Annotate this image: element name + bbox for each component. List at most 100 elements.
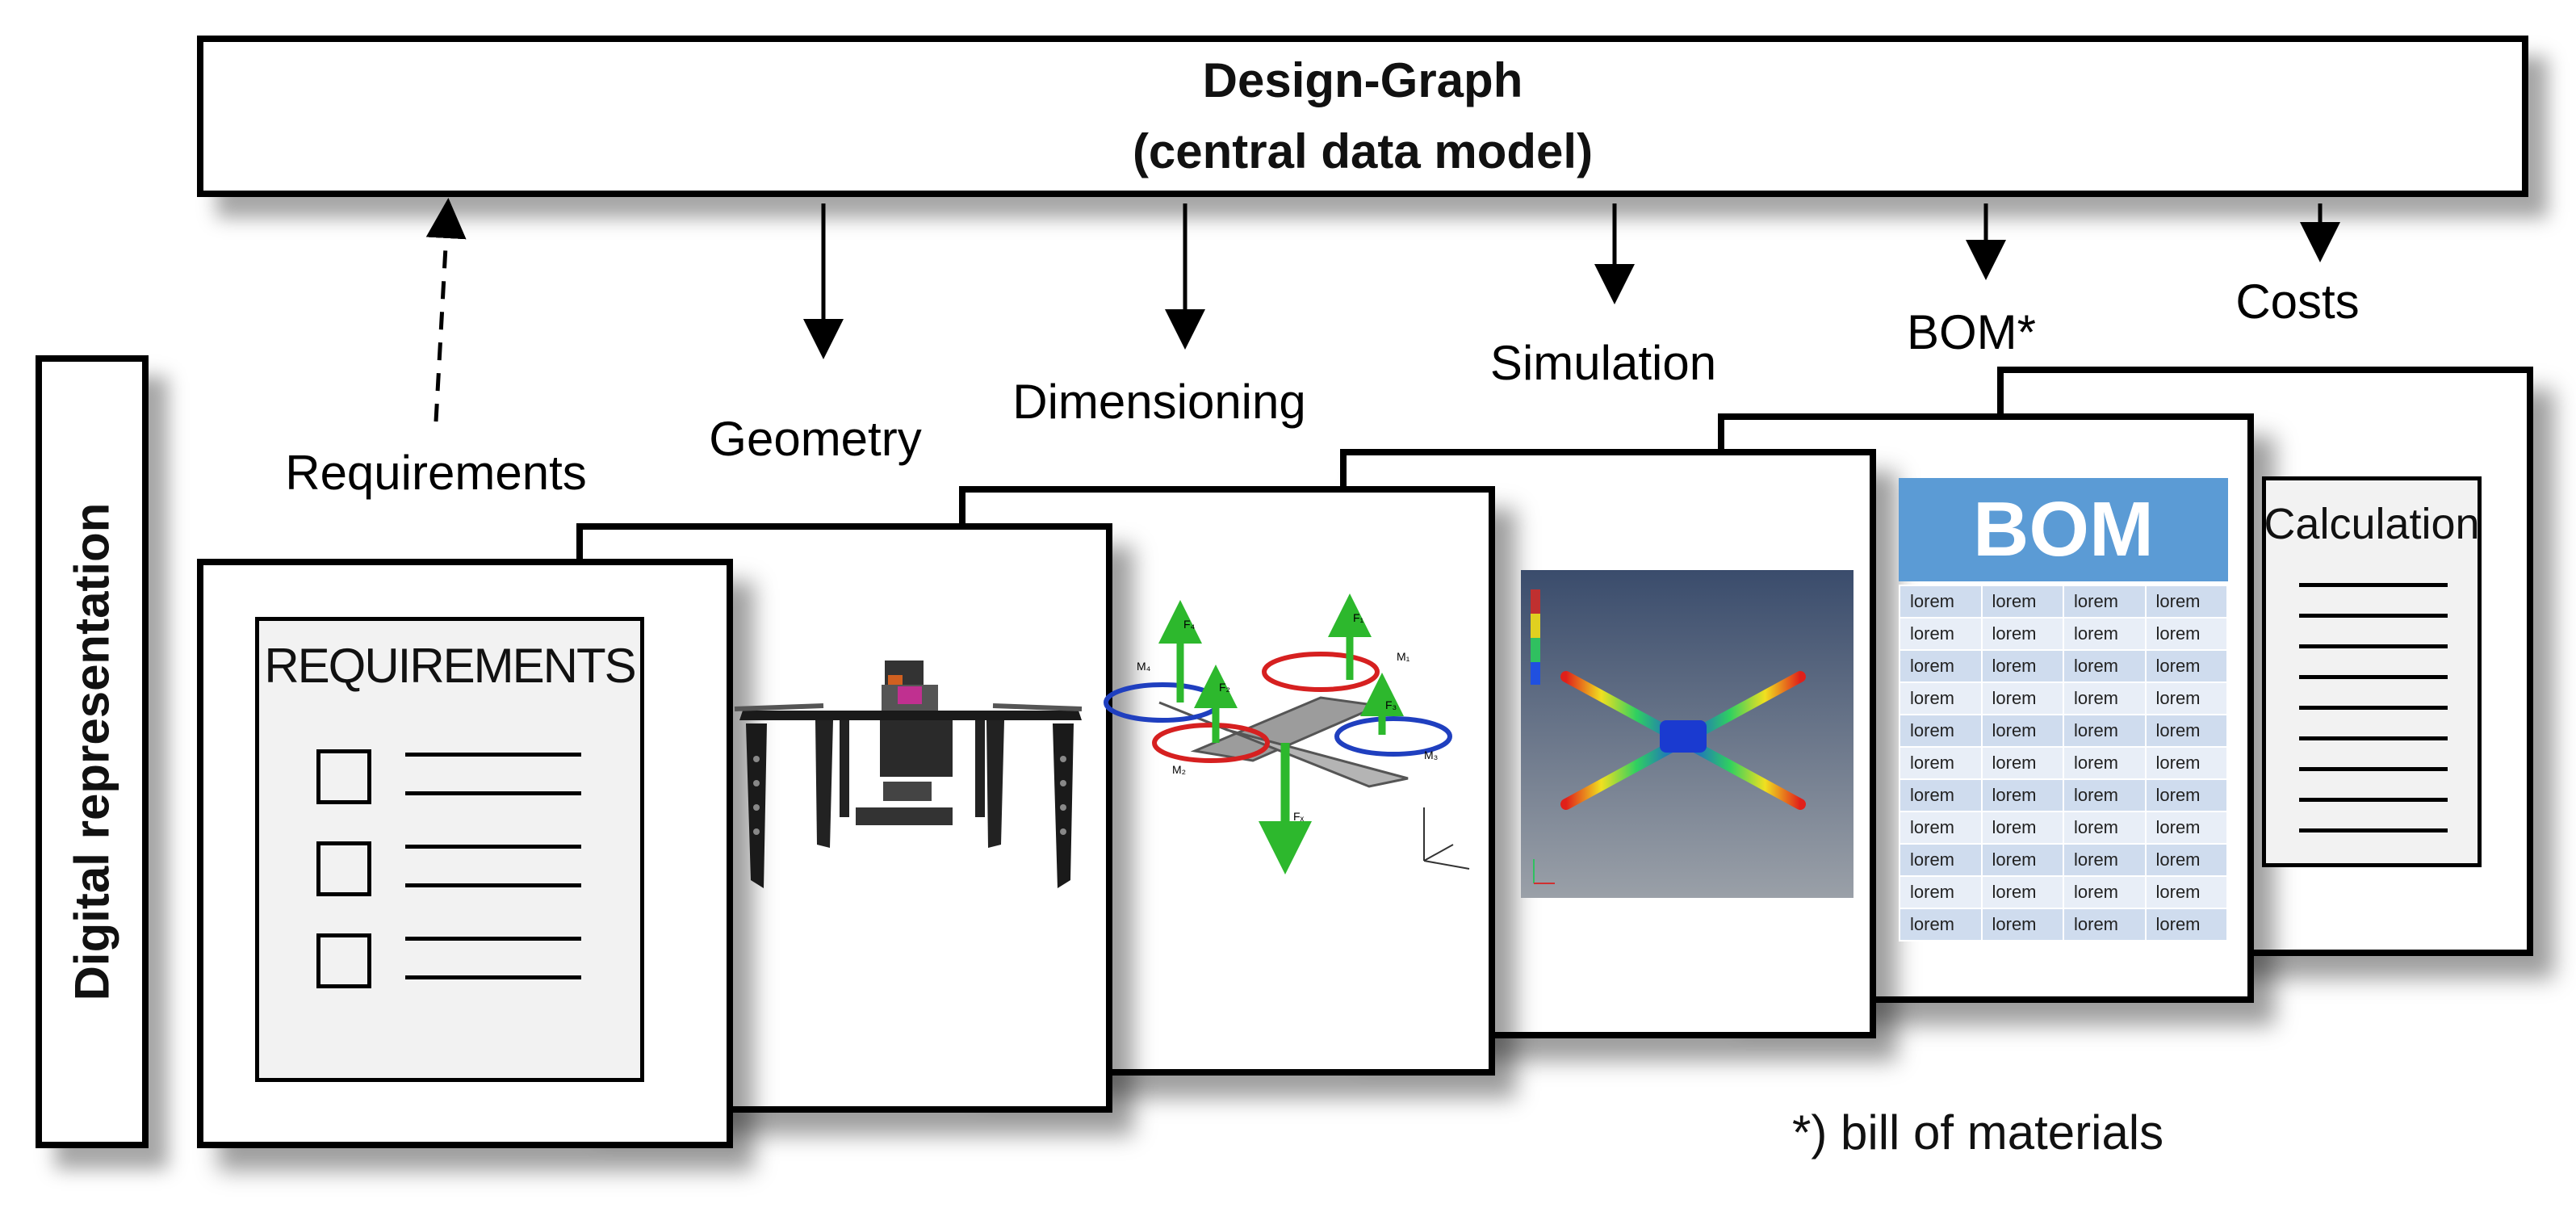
table-cell: lorem [1980,585,2064,619]
text-line [2299,767,2448,771]
force-diagram [1104,593,1470,874]
table-cell: lorem [2144,585,2228,619]
stage-simulation-label: Simulation [1490,336,1716,390]
moment-label-m2: M₂ [1172,763,1186,776]
table-cell: lorem [2063,843,2147,877]
table-cell: lorem [1899,714,1983,748]
calculation-sheet [2262,476,2482,867]
table-cell: lorem [2063,778,2147,812]
table-cell: lorem [2063,908,2147,942]
stage-requirements-label: Requirements [285,446,587,500]
moment-label-m3: M₃ [1424,749,1438,761]
table-cell: lorem [1899,908,1983,942]
text-line [2299,798,2448,802]
design-graph-box: Design-Graph (central data model) [197,36,2528,197]
table-cell: lorem [1899,585,1983,619]
table-cell: lorem [1899,649,1983,683]
table-cell: lorem [1980,681,2064,715]
text-line [2299,736,2448,740]
table-cell: lorem [1899,843,1983,877]
requirements-dashed-arrow [425,198,467,422]
text-line [2299,644,2448,648]
table-cell: lorem [2144,811,2228,845]
table-cell: lorem [1899,681,1983,715]
table-cell: lorem [1899,811,1983,845]
digital-representation-box [36,355,149,1148]
text-line [405,975,581,979]
calculation-title: Calculation [2264,500,2480,548]
text-line [405,883,581,887]
checkbox-icon [316,749,371,804]
force-label-f4: F₄ [1183,618,1196,631]
force-label-f2: F₂ [1219,681,1230,694]
text-line [2299,675,2448,679]
table-cell: lorem [2144,875,2228,909]
checkbox-icon [316,933,371,988]
text-line [2299,706,2448,710]
table-cell: lorem [2144,746,2228,780]
text-line [405,753,581,757]
text-line [405,937,581,941]
table-cell: lorem [2144,908,2228,942]
stage-costs-label: Costs [2235,275,2359,329]
table-cell: lorem [1899,617,1983,651]
table-cell: lorem [2063,681,2147,715]
table-cell: lorem [1980,875,2064,909]
text-line [405,791,581,795]
table-cell: lorem [1980,714,2064,748]
text-line [2299,583,2448,587]
moment-label-m1: M₁ [1397,650,1410,663]
stage-dimensioning-label: Dimensioning [1012,375,1306,429]
design-graph-title: Design-Graph [1202,53,1523,107]
requirements-title: REQUIREMENTS [264,639,636,693]
table-cell: lorem [1980,908,2064,942]
table-cell: lorem [1980,778,2064,812]
table-cell: lorem [2144,714,2228,748]
table-cell: lorem [2144,843,2228,877]
footnote: *) bill of materials [1792,1105,2164,1160]
table-cell: lorem [1899,875,1983,909]
table-cell: lorem [1980,649,2064,683]
text-line [405,845,581,849]
table-cell: lorem [2063,714,2147,748]
stage-bom-label: BOM* [1907,305,2036,359]
checkbox-icon [316,841,371,896]
bom-banner: BOM [1899,478,2228,581]
table-cell: lorem [2063,649,2147,683]
table-cell: lorem [1980,746,2064,780]
force-label-f1: F₁ [1353,611,1364,624]
design-graph-subtitle: (central data model) [1132,124,1594,178]
force-label-fx: Fₓ [1293,810,1305,823]
table-cell: lorem [2144,681,2228,715]
table-cell: lorem [1899,778,1983,812]
table-cell: lorem [1980,617,2064,651]
table-cell: lorem [2063,746,2147,780]
table-cell: lorem [2144,617,2228,651]
text-line [2299,828,2448,832]
drone-illustration [734,661,1083,888]
table-cell: lorem [2063,875,2147,909]
table-cell: lorem [2144,649,2228,683]
force-label-f3: F₃ [1385,698,1397,711]
stage-geometry-label: Geometry [709,412,921,466]
table-cell: lorem [2063,811,2147,845]
table-cell: lorem [1899,746,1983,780]
table-cell: lorem [1980,843,2064,877]
table-cell: lorem [2063,585,2147,619]
text-line [2299,614,2448,618]
simulation-plot [1521,570,1853,898]
table-cell: lorem [2144,778,2228,812]
